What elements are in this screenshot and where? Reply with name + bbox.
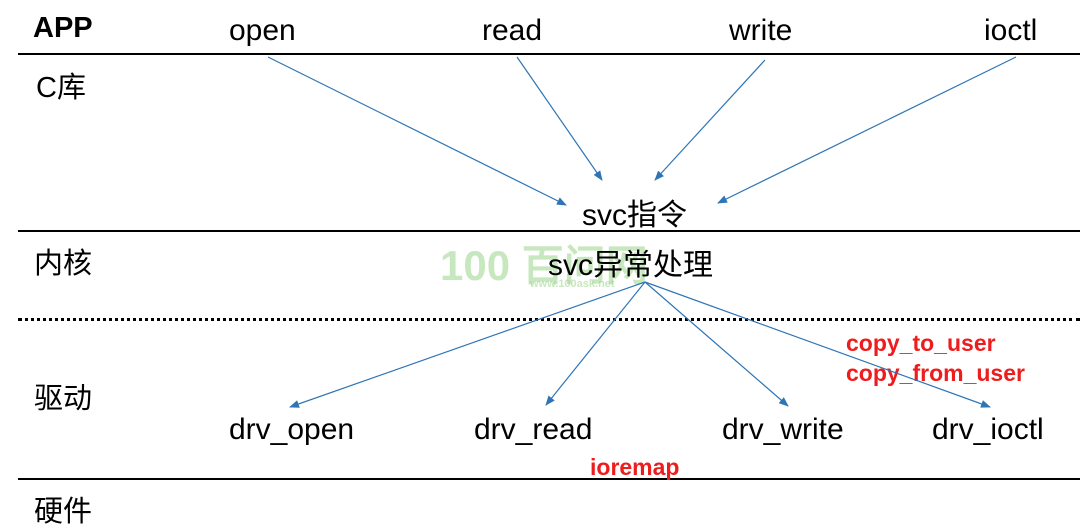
watermark-url: www.100ask.net: [530, 278, 615, 290]
arrow-svc-to-drv-ioctl: [644, 281, 991, 408]
app-call-open: open: [229, 14, 296, 47]
note-copy-to-user: copy_to_user: [846, 330, 996, 356]
driver-call-drv-read: drv_read: [474, 413, 593, 446]
app-call-write: write: [729, 14, 793, 47]
separator-kernel-driver: [18, 318, 1080, 321]
arrow-read-to-svc: [516, 56, 603, 181]
driver-call-drv-write: drv_write: [722, 413, 844, 446]
svc-instruction: svc指令: [582, 199, 687, 232]
note-copy-from-user: copy_from_user: [846, 360, 1025, 386]
app-call-ioctl: ioctl: [984, 14, 1038, 47]
layer-label-hardware: 硬件: [34, 496, 93, 528]
layer-label-kernel: 内核: [34, 248, 93, 280]
separator-clib-kernel: [18, 230, 1080, 232]
arrow-svc-to-drv-write: [644, 281, 789, 407]
layer-label-clib: C库: [36, 72, 86, 104]
separator-app-clib: [18, 53, 1080, 55]
arrow-open-to-svc: [267, 56, 567, 206]
watermark-logo: 100 百问网: [440, 242, 648, 289]
layer-label-driver: 驱动: [34, 383, 93, 415]
app-call-read: read: [482, 14, 543, 47]
arrow-ioctl-to-svc: [717, 56, 1017, 204]
separator-driver-hardware: [18, 478, 1080, 480]
arrow-svc-to-drv-open: [289, 281, 646, 408]
driver-call-drv-open: drv_open: [229, 413, 355, 446]
arrow-write-to-svc: [654, 59, 766, 181]
svc-exception-handler: svc异常处理: [548, 249, 713, 282]
layer-label-app: APP: [33, 12, 93, 44]
note-ioremap: ioremap: [590, 454, 680, 480]
driver-call-drv-ioctl: drv_ioctl: [932, 413, 1044, 446]
arrow-svc-to-drv-read: [545, 281, 646, 406]
